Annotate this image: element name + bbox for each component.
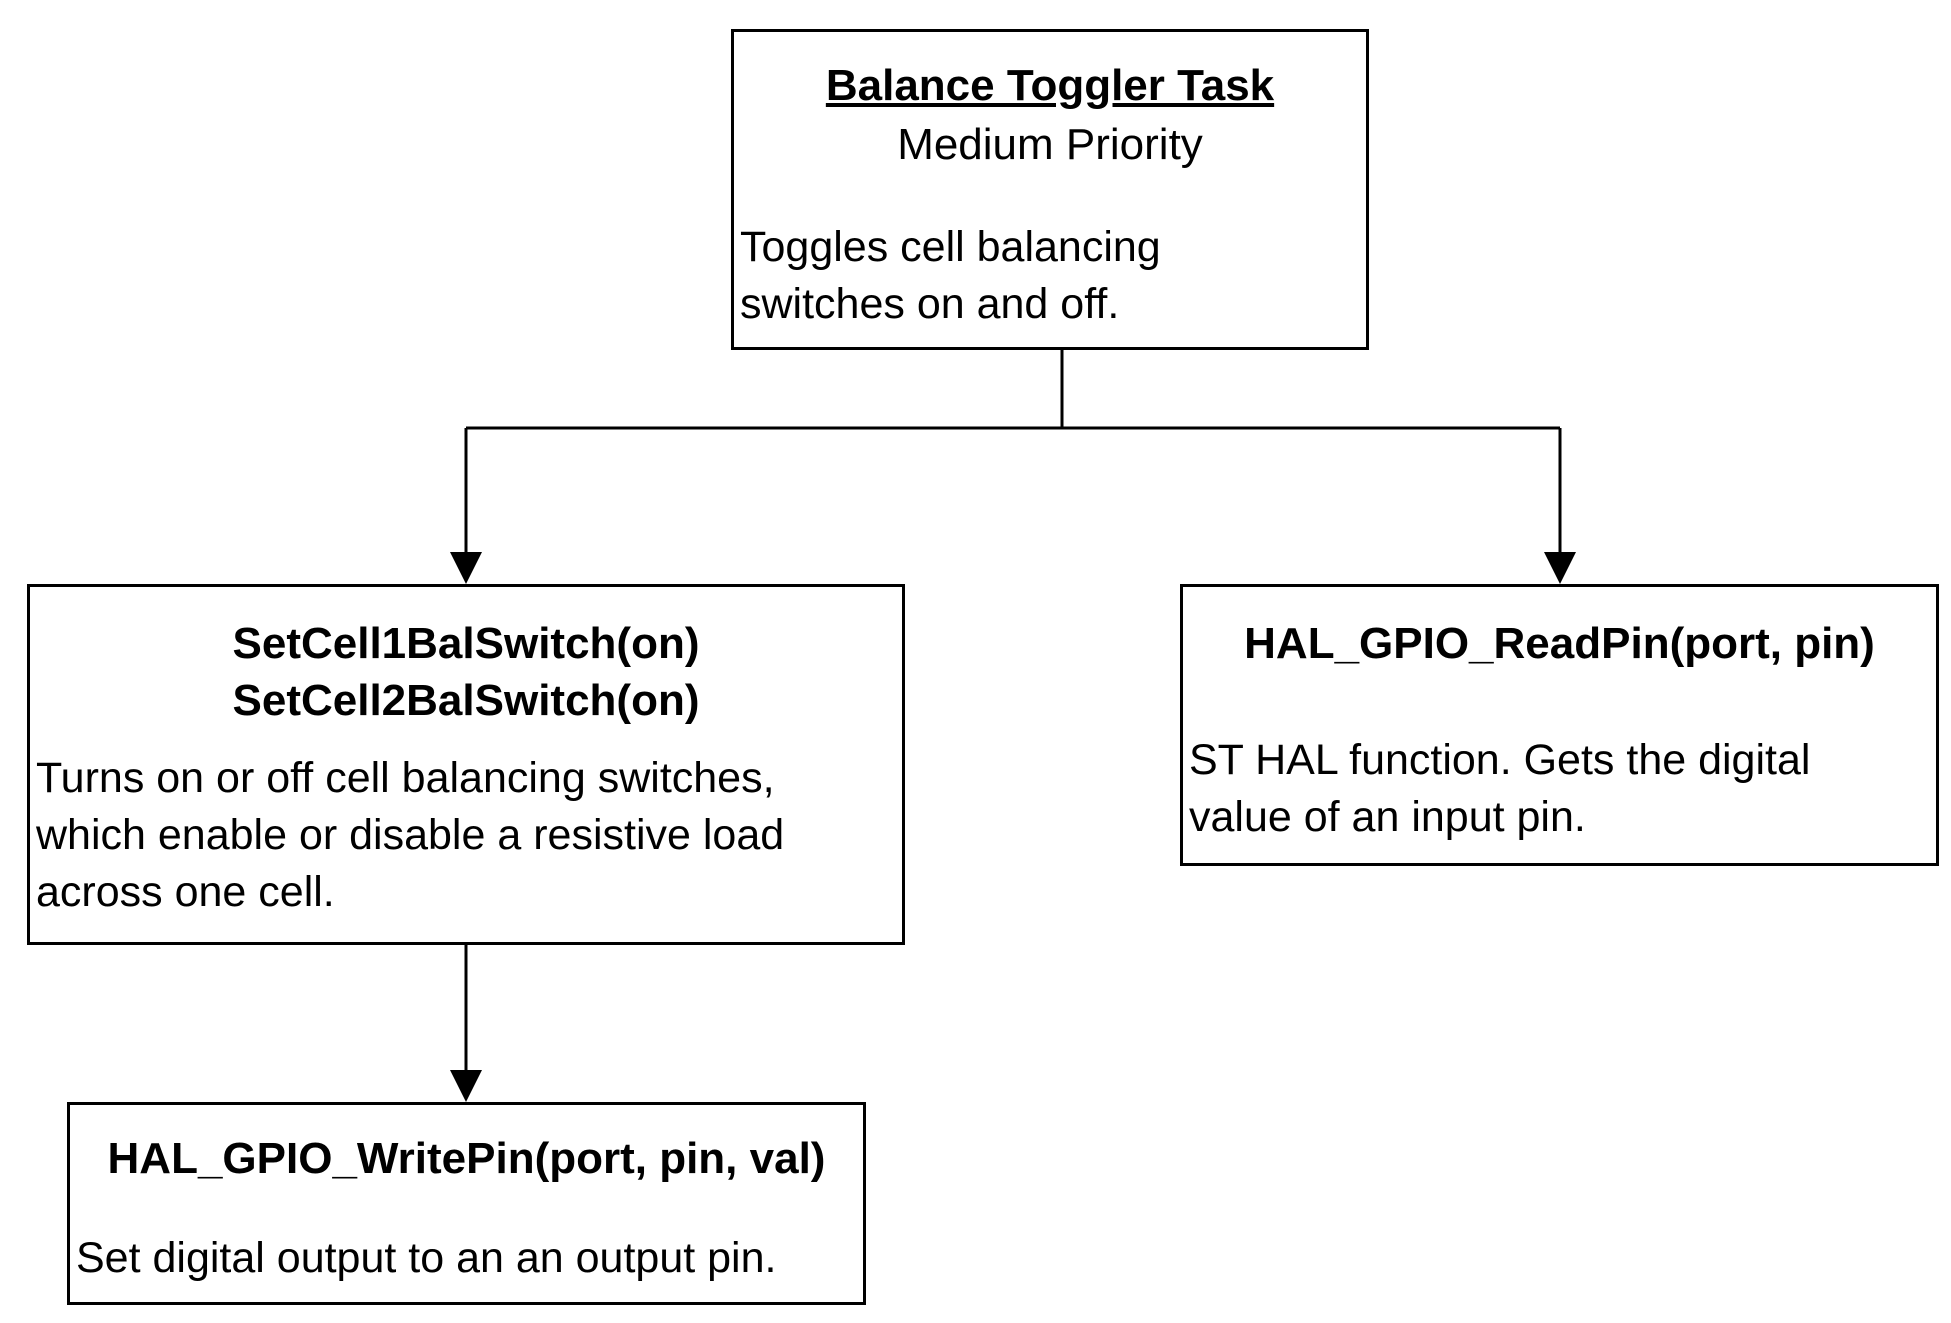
balance-toggler-priority: Medium Priority	[897, 120, 1203, 169]
description-line: ST HAL function. Gets the digital	[1189, 736, 1811, 784]
setcell-balswitch-box: SetCell1BalSwitch(on) SetCell2BalSwitch(…	[27, 584, 905, 945]
balance-toggler-description: Toggles cell balancing switches on and o…	[740, 219, 1362, 333]
balance-toggler-task-box: Balance Toggler Task Medium Priority Tog…	[731, 29, 1369, 350]
description-line: Turns on or off cell balancing switches,	[36, 754, 775, 802]
description-line: which enable or disable a resistive load	[36, 811, 785, 859]
description-line: Toggles cell balancing	[740, 223, 1161, 271]
writepin-title: HAL_GPIO_WritePin(port, pin, val)	[107, 1134, 826, 1183]
description-line: value of an input pin.	[1189, 793, 1586, 841]
description-line: across one cell.	[36, 868, 335, 916]
description-line: Set digital output to an an output pin.	[76, 1234, 777, 1282]
setcell2-title: SetCell2BalSwitch(on)	[232, 676, 700, 725]
arrowhead-to-readpin	[1544, 552, 1576, 584]
writepin-description: Set digital output to an an output pin.	[76, 1230, 859, 1287]
setcell-description: Turns on or off cell balancing switches,…	[36, 750, 898, 921]
arrowhead-to-writepin	[450, 1070, 482, 1102]
balance-toggler-title: Balance Toggler Task	[825, 61, 1275, 110]
hal-gpio-writepin-box: HAL_GPIO_WritePin(port, pin, val) Set di…	[67, 1102, 866, 1305]
setcell1-title: SetCell1BalSwitch(on)	[232, 619, 700, 668]
description-line: switches on and off.	[740, 280, 1120, 328]
readpin-title: HAL_GPIO_ReadPin(port, pin)	[1244, 619, 1875, 668]
readpin-description: ST HAL function. Gets the digital value …	[1189, 732, 1932, 846]
arrowhead-to-setcell	[450, 552, 482, 584]
hal-gpio-readpin-box: HAL_GPIO_ReadPin(port, pin) ST HAL funct…	[1180, 584, 1939, 866]
